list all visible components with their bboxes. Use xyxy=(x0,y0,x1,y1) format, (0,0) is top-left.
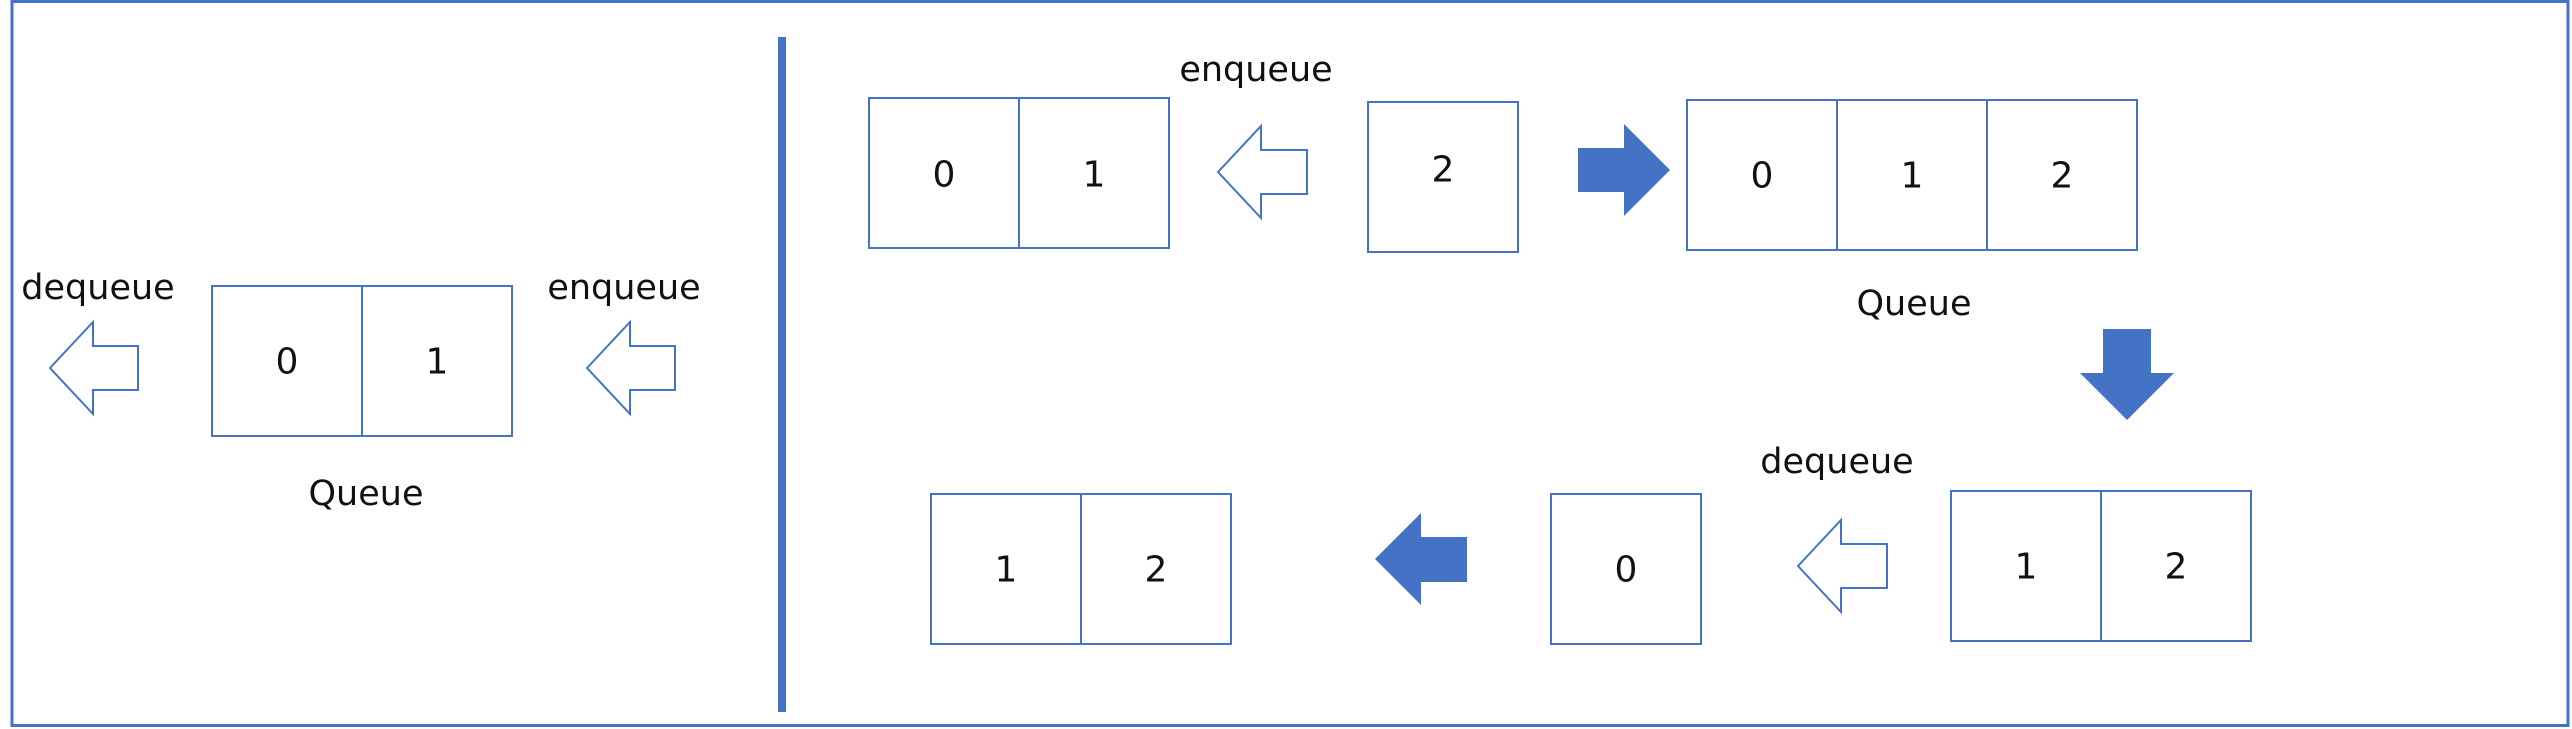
queue-cell-value: 2 xyxy=(1145,550,1168,591)
queue-cell: 2 xyxy=(1986,99,2138,251)
queue-caption: Queue xyxy=(309,474,424,514)
solid-left-arrow-icon xyxy=(1375,513,1467,605)
diagram-frame xyxy=(10,0,2570,727)
dequeue-label: dequeue xyxy=(21,268,174,308)
left-queue: 0 1 xyxy=(211,285,513,437)
panel-divider xyxy=(778,37,786,712)
incoming-cell: 2 xyxy=(1367,101,1519,253)
outline-left-arrow-icon xyxy=(48,319,139,417)
step1-queue: 0 1 xyxy=(868,97,1170,249)
queue-cell: 0 xyxy=(868,97,1020,249)
queue-cell-value: 1 xyxy=(426,342,449,383)
queue-cell: 1 xyxy=(1950,490,2102,642)
queue-cell: 1 xyxy=(1018,97,1170,249)
queue-cell-value: 2 xyxy=(2165,547,2188,588)
solid-right-arrow-icon xyxy=(1578,124,1670,216)
queue-caption: Queue xyxy=(1857,284,1972,324)
queue-cell-value: 0 xyxy=(1751,156,1774,197)
queue-cell-value: 1 xyxy=(1901,156,1924,197)
queue-cell-value: 1 xyxy=(2015,547,2038,588)
queue-cell: 1 xyxy=(1836,99,1988,251)
right-panel: 0 1 enqueue 2 0 1 xyxy=(868,50,2252,645)
enqueue-label: enqueue xyxy=(547,268,700,308)
outgoing-cell: 0 xyxy=(1550,493,1702,645)
enqueue-label: enqueue xyxy=(1179,50,1332,90)
queue-cell: 1 xyxy=(930,493,1082,645)
solid-down-arrow-icon xyxy=(2080,329,2174,420)
queue-cell-value: 0 xyxy=(933,155,956,196)
dequeue-label: dequeue xyxy=(1760,442,1913,482)
left-panel: dequeue 0 1 Queue enqueue xyxy=(21,268,700,514)
step4-queue: 1 2 xyxy=(930,493,1232,645)
queue-cell-value: 1 xyxy=(995,550,1018,591)
step3-queue: 1 2 xyxy=(1950,490,2252,642)
outline-left-arrow-icon xyxy=(1216,123,1308,221)
queue-cell: 0 xyxy=(211,285,363,437)
queue-cell: 2 xyxy=(2100,490,2252,642)
queue-cell-value: 2 xyxy=(2051,156,2074,197)
outline-left-arrow-icon xyxy=(585,319,676,417)
queue-cell-value: 0 xyxy=(276,342,299,383)
outgoing-cell-value: 0 xyxy=(1615,550,1638,591)
queue-cell: 2 xyxy=(1080,493,1232,645)
queue-cell-value: 1 xyxy=(1083,155,1106,196)
outline-left-arrow-icon xyxy=(1796,517,1888,615)
incoming-cell-value: 2 xyxy=(1432,150,1455,191)
queue-cell: 1 xyxy=(361,285,513,437)
step2-queue: 0 1 2 xyxy=(1686,99,2138,251)
queue-cell: 0 xyxy=(1686,99,1838,251)
